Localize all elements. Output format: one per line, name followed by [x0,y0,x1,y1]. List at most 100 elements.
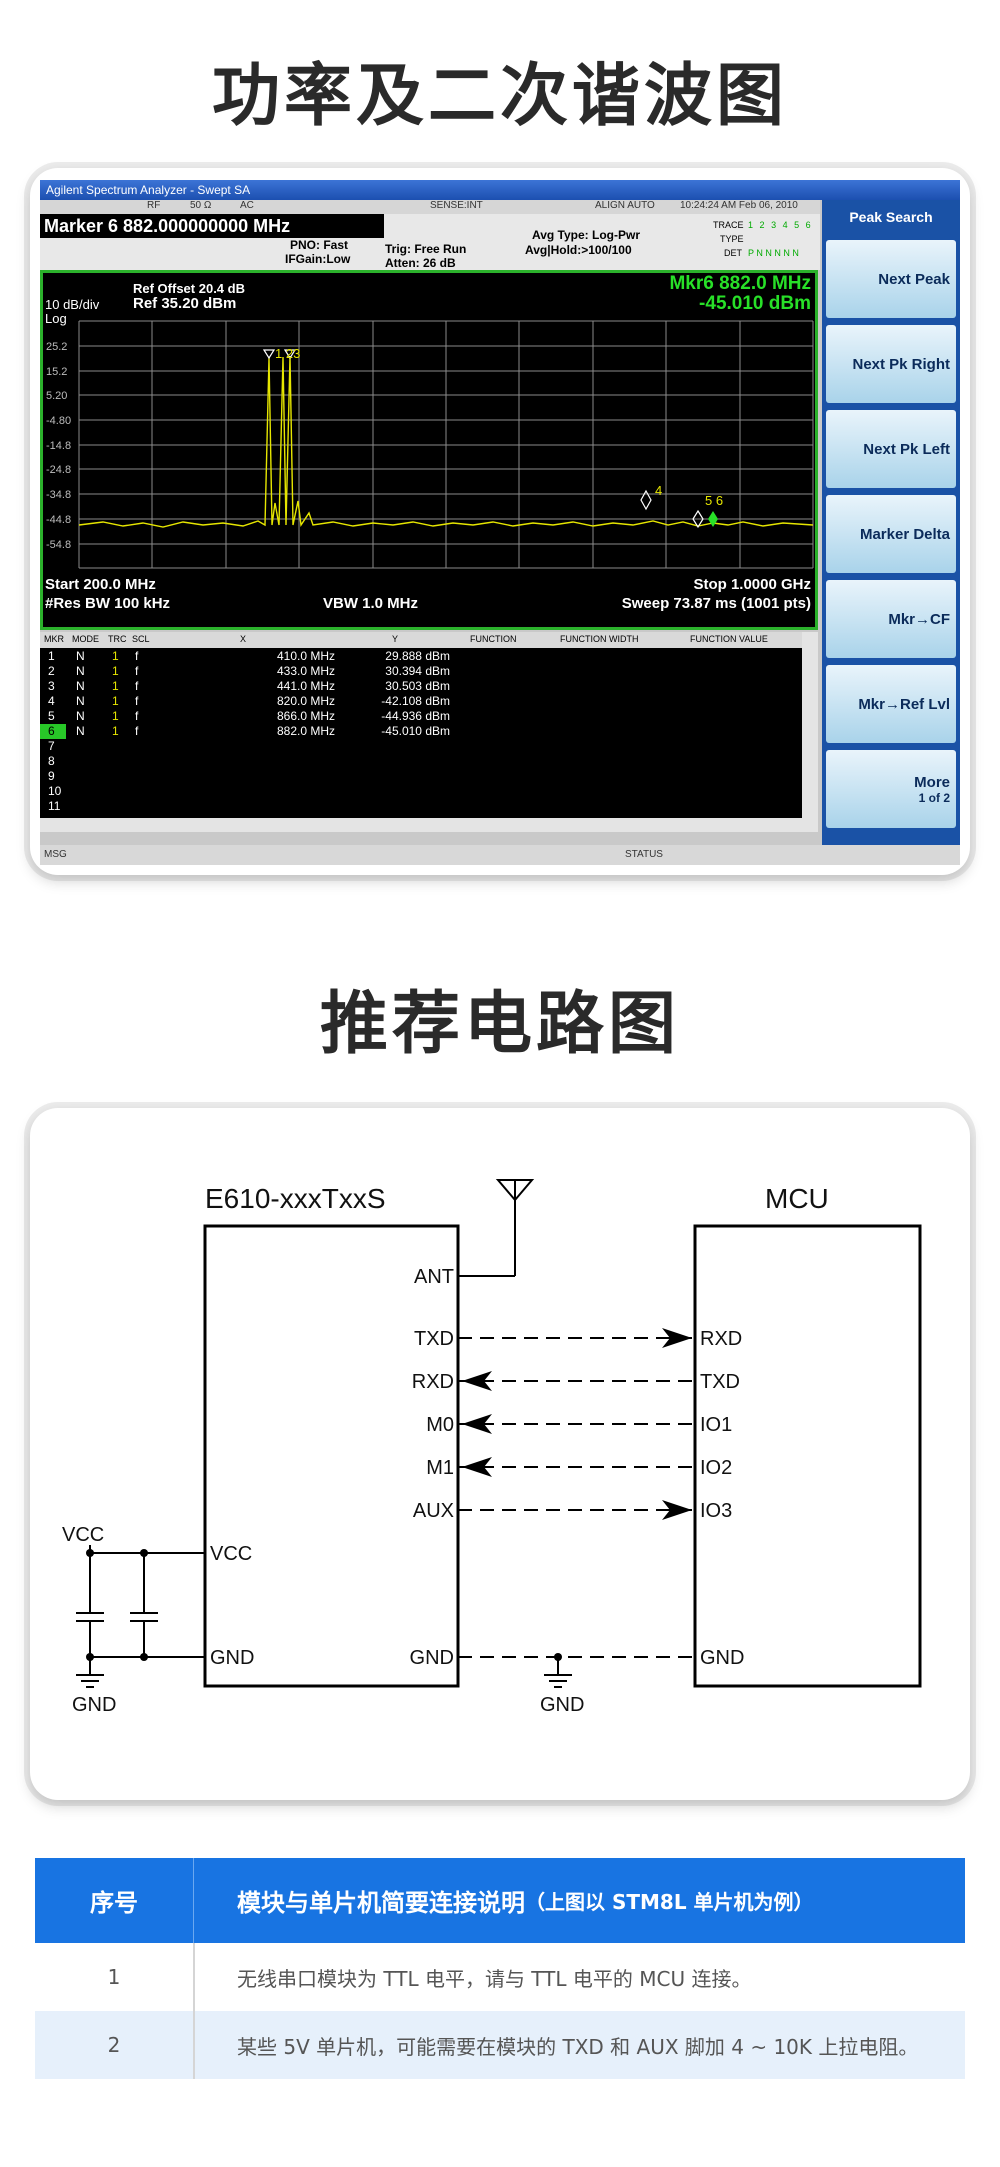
junction-dot [86,1549,94,1557]
row-x: 866.0 MHz [276,709,335,723]
mcu-pin-io2: IO2 [700,1457,732,1479]
header-desc: 模块与单片机简要连接说明 （上图以 STM8L 单片机为例） [195,1858,965,1943]
softkey-panel: Peak Search Next Peak Next Pk Right Next… [822,200,960,845]
mkr-cf-label: Mkr→CF [888,610,950,628]
marker-table-header: MKR MODE TRC SCL X Y FUNCTION FUNCTION W… [40,632,802,648]
marker-table-row[interactable]: 10 [40,784,802,799]
ref-level: Ref 35.20 dBm [133,295,237,312]
mkr-ref-lvl-button[interactable]: Mkr→Ref Lvl [826,665,956,743]
y-tick: -14.8 [46,440,71,452]
row-x: 433.0 MHz [276,664,335,678]
row-scl: f [135,679,139,693]
trace-num: 3 [771,220,779,230]
row-mkr: 1 [48,649,55,663]
table-scrollbar[interactable] [802,632,818,832]
row-scl: f [135,694,139,708]
marker-table: MKR MODE TRC SCL X Y FUNCTION FUNCTION W… [40,632,818,832]
marker-3-symbol [283,349,297,360]
marker-table-row[interactable]: 8 [40,754,802,769]
y-tick: 5.20 [46,390,67,402]
mkr-ref-lvl-label: Mkr→Ref Lvl [858,695,950,713]
col-function: FUNCTION [470,634,517,644]
row-no: 1 [107,1965,121,1989]
status-label: STATUS [625,849,663,860]
ref-offset: Ref Offset 20.4 dB [133,281,245,296]
det-values: P N N N N N [748,248,799,258]
row-text: 某些 5V 单片机，可能需要在模块的 TXD 和 AUX 脚加 4 ~ 10K … [237,2034,919,2059]
marker-56-label: 5 6 [705,493,723,508]
col-x: X [240,634,247,644]
y-tick: 25.2 [46,341,67,353]
more-sub-label: 1 of 2 [918,790,950,805]
row-scl: f [135,664,139,678]
circuit-diagram: E610-xxxTxxS MCU ANT TXD RXD M0 M1 AUX G… [62,1179,922,1716]
arrow-left-icon [462,1414,492,1434]
mkr-title: Mkr6 882.0 MHz [669,273,811,294]
selected-row-highlight [40,724,66,739]
module-box [203,1224,460,1688]
marker-table-row[interactable]: 7 [40,739,802,754]
vbw: VBW 1.0 MHz [323,595,419,612]
mcu-pin-io1: IO1 [700,1414,732,1436]
more-button[interactable]: More 1 of 2 [826,750,956,828]
sweep: Sweep 73.87 ms (1001 pts) [621,595,811,612]
row-trc: 1 [112,649,119,663]
next-pk-right-label: Next Pk Right [852,355,950,373]
junction-dot [140,1653,148,1661]
header-desc-label: 模块与单片机简要连接说明 [237,1889,525,1917]
spectrum-analyzer-screenshot: Agilent Spectrum Analyzer - Swept SA RF … [40,180,960,865]
table-row-2-text: 某些 5V 单片机，可能需要在模块的 TXD 和 AUX 脚加 4 ~ 10K … [237,2011,957,2079]
module-name: E610-xxxTxxS [205,1183,386,1214]
row-scl: f [135,709,139,723]
y-tick: -4.80 [46,415,71,427]
table-hscrollbar[interactable] [40,818,802,832]
header-no: 序号 [35,1858,194,1943]
marker-123-label: 1 23 [275,346,300,361]
trace-num: 4 [782,220,790,230]
trace-num: 1 [748,220,756,230]
next-pk-right-button[interactable]: Next Pk Right [826,325,956,403]
y-tick: 15.2 [46,366,67,378]
arrow-right-icon [662,1328,692,1348]
row-y: -44.936 dBm [381,709,450,723]
start-freq: Start 200.0 MHz [45,576,156,593]
junction-dot [140,1549,148,1557]
trig-label: Trig: Free Run [385,242,467,256]
next-peak-button[interactable]: Next Peak [826,240,956,318]
y-tick: -24.8 [46,464,71,476]
marker-delta-button[interactable]: Marker Delta [826,495,956,573]
avg-type-label: Avg Type: Log-Pwr [532,228,640,242]
table-row-1-bg [35,1943,965,2011]
next-pk-left-button[interactable]: Next Pk Left [826,410,956,488]
analyzer-title: Agilent Spectrum Analyzer - Swept SA [46,183,251,197]
marker-6-symbol [708,511,718,527]
row-x: 441.0 MHz [276,679,335,693]
table-row-1-text: 无线串口模块为 TTL 电平，请与 TTL 电平的 MCU 连接。 [237,1943,957,2011]
marker-readout: Marker 6 882.000000000 MHz [40,214,384,238]
type-label: TYPE [720,234,744,244]
row-y: -45.010 dBm [381,724,450,738]
row-mkr: 11 [48,799,61,813]
marker-delta-label: Marker Delta [859,525,950,543]
det-label: DET [724,248,742,258]
row-y: 30.394 dBm [385,664,450,678]
ground-icon [76,1674,104,1688]
marker-table-row[interactable]: 9 [40,769,802,784]
mkr-cf-button[interactable]: Mkr→CF [826,580,956,658]
row-x: 820.0 MHz [276,694,335,708]
row-mode: N [76,679,85,693]
row-mkr: 6 [48,724,55,738]
row-trc: 1 [112,724,119,738]
datetime-label: 10:24:24 AM Feb 06, 2010 [680,200,798,211]
row-mode: N [76,724,85,738]
col-trc: TRC [108,634,127,644]
marker-table-row[interactable]: 11 [40,799,802,814]
section-title-circuit: 推荐电路图 [319,985,680,1064]
vcc-label: VCC [62,1524,104,1546]
